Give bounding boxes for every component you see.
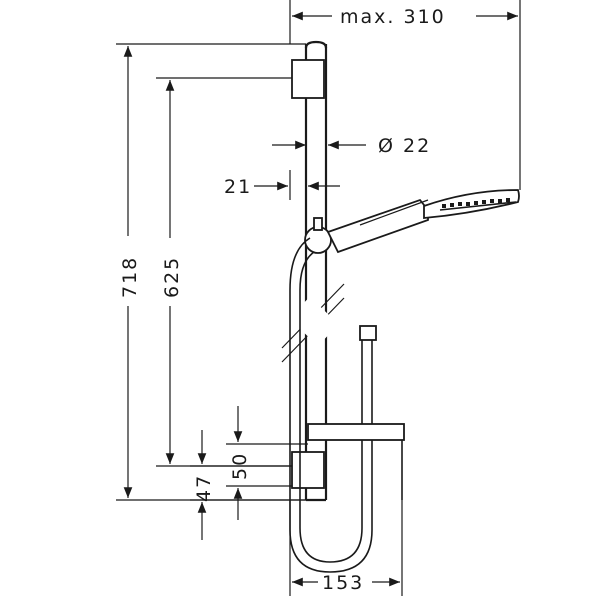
dimension-718: 718 <box>116 43 306 501</box>
shower-hose-outer <box>289 237 373 573</box>
spray-nozzles <box>442 198 510 208</box>
dimension-diameter-22: Ø 22 <box>272 130 431 160</box>
shelf <box>307 423 405 441</box>
dimension-21: 21 <box>224 170 340 200</box>
slider-screw <box>313 217 323 231</box>
dimension-max-310: max. 310 <box>289 0 521 190</box>
dimension-625: 625 <box>156 77 292 467</box>
label-dim-153: 153 <box>322 572 364 594</box>
lower-wall-bracket <box>291 451 325 489</box>
hose-connector <box>359 325 377 341</box>
dimension-153: 153 <box>289 500 403 596</box>
label-dim-47: 47 <box>193 474 215 502</box>
label-rail-length: 625 <box>161 256 183 298</box>
spray-face <box>439 201 517 211</box>
shower-rail-assembly <box>281 40 520 573</box>
handle-detail-line <box>359 199 429 226</box>
label-max-reach: max. 310 <box>340 6 446 28</box>
label-total-height: 718 <box>119 256 141 298</box>
dimension-47: 47 <box>190 430 306 540</box>
rail-top-cap <box>304 40 328 49</box>
rail-break-gap <box>289 296 339 347</box>
shower-hose-inner <box>299 251 363 563</box>
hand-shower-head <box>423 189 520 219</box>
upper-wall-bracket <box>291 59 325 99</box>
hand-shower-handle <box>326 198 429 254</box>
label-wall-distance: 21 <box>224 176 252 198</box>
label-diameter: Ø 22 <box>378 135 431 157</box>
